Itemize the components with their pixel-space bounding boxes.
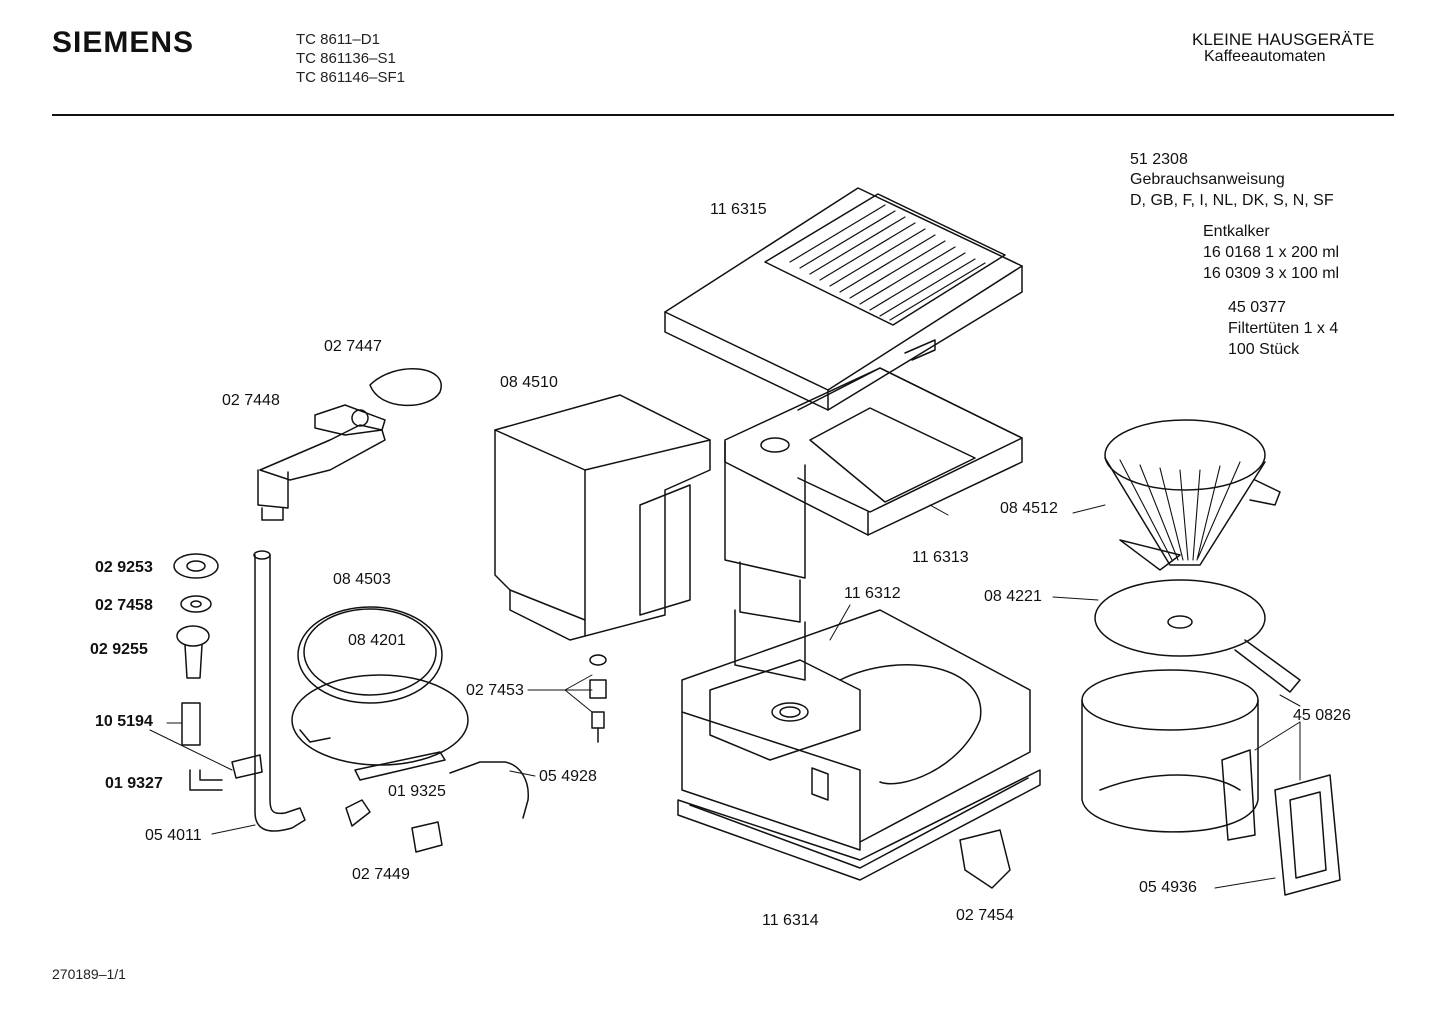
label-116313: 11 6313 [912, 549, 969, 566]
wire-part [449, 761, 529, 819]
column-part [724, 437, 806, 681]
label-450826: 45 0826 [1293, 707, 1351, 724]
valve-arm-part [257, 368, 442, 521]
filter-quantity: 100 Stück [1228, 341, 1300, 358]
riser-tube-part [253, 550, 306, 832]
label-019327: 01 9327 [105, 775, 163, 792]
manual-name: Gebrauchsanweisung [1130, 171, 1285, 188]
label-027453: 02 7453 [466, 682, 524, 699]
carafe-part [1081, 669, 1259, 841]
handle-grip-part [1289, 791, 1327, 879]
label-084221: 08 4221 [984, 588, 1042, 605]
label-054011: 05 4011 [145, 827, 202, 844]
leader-lines [149, 504, 1301, 889]
header-divider [52, 114, 1394, 116]
label-105194: 10 5194 [95, 713, 153, 730]
label-027454: 02 7454 [956, 907, 1014, 924]
base-part [681, 609, 1031, 851]
filter-name: Filtertüten 1 x 4 [1228, 320, 1339, 337]
manual-languages: D, GB, F, I, NL, DK, S, N, SF [1130, 192, 1334, 209]
label-054928: 05 4928 [539, 768, 597, 785]
label-084512: 08 4512 [1000, 500, 1058, 517]
category-title: KLEINE HAUSGERÄTE [1192, 30, 1375, 49]
valve-part [589, 654, 607, 743]
label-116314: 11 6314 [762, 912, 819, 929]
brand-logo: SIEMENS [52, 26, 195, 59]
model-number-2: TC 861136–S1 [296, 50, 396, 67]
clip-part [345, 799, 371, 827]
seal-parts [173, 553, 223, 791]
label-019325: 01 9325 [388, 783, 446, 800]
label-027447: 02 7447 [324, 338, 382, 355]
label-084510: 08 4510 [500, 374, 558, 391]
label-084503: 08 4503 [333, 571, 391, 588]
label-054936: 05 4936 [1139, 879, 1197, 896]
handle-part [1274, 774, 1341, 896]
label-116315: 11 6315 [710, 201, 767, 218]
label-084201: 08 4201 [348, 632, 406, 649]
model-number-1: TC 8611–D1 [296, 31, 380, 48]
label-027458: 02 7458 [95, 597, 153, 614]
descaler-item-2: 16 0309 3 x 100 ml [1203, 265, 1340, 282]
manual-number: 51 2308 [1130, 151, 1188, 168]
connector-part [231, 754, 263, 779]
heating-plate-part [291, 606, 469, 781]
label-116312: 11 6312 [844, 585, 901, 602]
jug-lid-part [1094, 579, 1301, 693]
subcategory-title: Kaffeeautomaten [1204, 48, 1326, 65]
descaler-title: Entkalker [1203, 223, 1270, 240]
document-number: 270189–1/1 [52, 966, 126, 982]
base-plate-part [677, 769, 1041, 881]
label-029255: 02 9255 [90, 641, 148, 658]
lid-part [664, 187, 1023, 411]
switch-block-part [959, 829, 1011, 889]
filter-cone-part [1104, 419, 1281, 571]
switch-part [411, 821, 443, 853]
label-027449: 02 7449 [352, 866, 410, 883]
water-tank-part [494, 394, 711, 641]
filter-number: 45 0377 [1228, 299, 1286, 316]
label-029253: 02 9253 [95, 559, 153, 576]
descaler-item-1: 16 0168 1 x 200 ml [1203, 244, 1340, 261]
label-027448: 02 7448 [222, 392, 280, 409]
model-number-3: TC 861146–SF1 [296, 69, 405, 86]
